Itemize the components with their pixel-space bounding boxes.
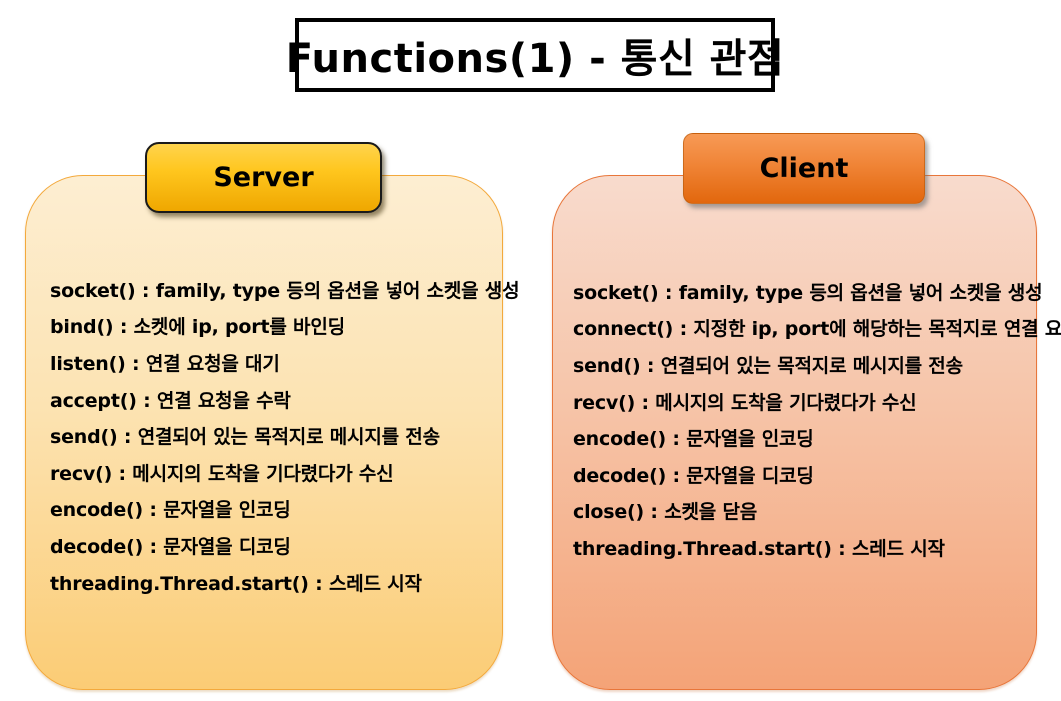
function-line: decode() : 문자열을 디코딩 — [573, 464, 814, 487]
function-line: encode() : 문자열을 인코딩 — [50, 499, 291, 522]
function-line: encode() : 문자열을 인코딩 — [573, 428, 814, 451]
server-function-list: socket() : family, type 등의 옵션을 넣어 소켓을 생성… — [50, 271, 520, 600]
page-title: Functions(1) - 통신 관점 — [285, 36, 785, 82]
function-line: listen() : 연결 요청을 대기 — [50, 352, 280, 375]
client-header: Client — [683, 133, 925, 204]
function-line: accept() : 연결 요청을 수락 — [50, 389, 291, 412]
server-panel — [25, 175, 503, 690]
function-line: threading.Thread.start() : 스레드 시작 — [573, 537, 945, 560]
function-line: decode() : 문자열을 디코딩 — [50, 535, 291, 558]
client-function-list: socket() : family, type 등의 옵션을 넣어 소켓을 생성… — [573, 273, 1061, 566]
function-line: recv() : 메시지의 도착을 기다렸다가 수신 — [50, 462, 394, 485]
function-line: bind() : 소켓에 ip, port를 바인딩 — [50, 316, 345, 339]
function-line: send() : 연결되어 있는 목적지로 메시지를 전송 — [573, 354, 963, 377]
function-line: connect() : 지정한 ip, port에 해당하는 목적지로 연결 요… — [573, 318, 1061, 341]
title-box: Functions(1) - 통신 관점 — [286, 18, 784, 92]
server-header: Server — [145, 142, 382, 213]
function-line: send() : 연결되어 있는 목적지로 메시지를 전송 — [50, 426, 440, 449]
function-line: recv() : 메시지의 도착을 기다렸다가 수신 — [573, 391, 917, 414]
client-header-label: Client — [759, 153, 849, 184]
function-line: threading.Thread.start() : 스레드 시작 — [50, 572, 422, 595]
function-line: close() : 소켓을 닫음 — [573, 501, 758, 524]
client-panel — [552, 175, 1037, 690]
function-line: socket() : family, type 등의 옵션을 넣어 소켓을 생성 — [573, 281, 1043, 304]
server-header-label: Server — [213, 162, 314, 193]
function-line: socket() : family, type 등의 옵션을 넣어 소켓을 생성 — [50, 279, 520, 302]
